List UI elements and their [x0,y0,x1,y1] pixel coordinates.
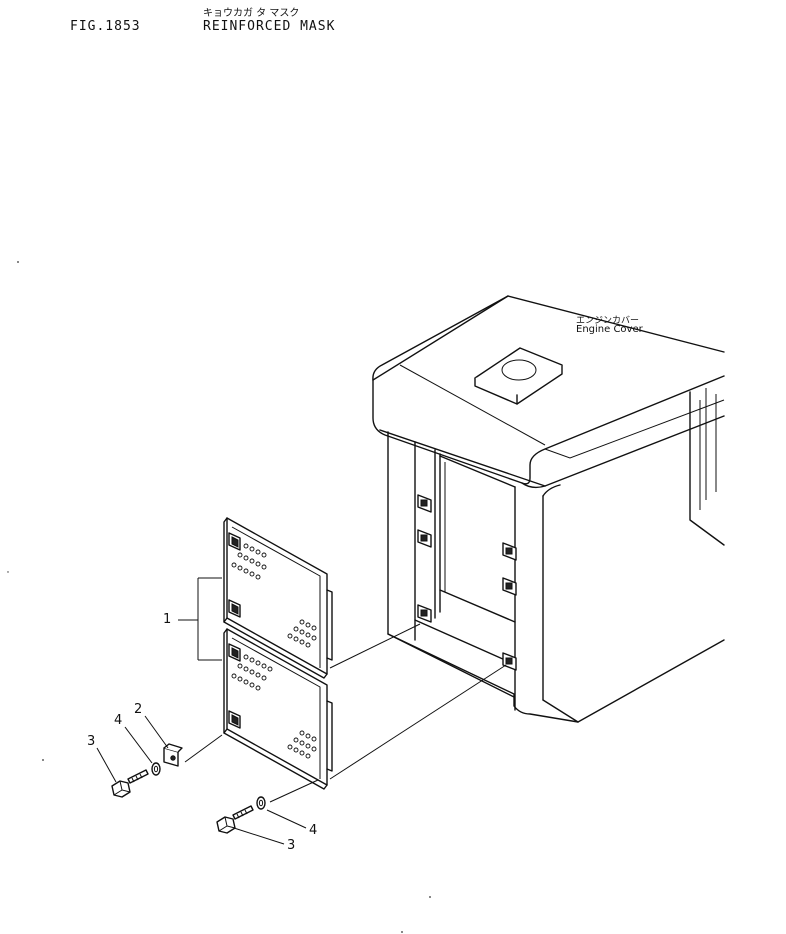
engine-cover-label-en: Engine Cover [576,324,643,335]
engine-cover-label-jp: エンジンカバー [576,316,640,326]
bolt-part-3-lower [216,805,254,834]
clip-nut-part-2 [163,743,183,767]
lower-mask-plate [223,628,333,790]
callout-2: 2 [134,702,143,717]
bolt-part-3-upper [111,769,149,798]
washer-part-4-lower [256,796,266,810]
mounting-brackets [417,494,517,671]
engine-cover [372,295,725,723]
washer-part-4-upper [151,762,161,776]
title-english: REINFORCED MASK [203,19,336,34]
callout-4-lower: 4 [309,823,318,838]
lower-mask-vent-holes [231,654,317,759]
scan-specks [7,261,431,933]
callout-1: 1 [163,612,172,627]
callout-3-lower: 3 [287,838,296,853]
callout-3-upper: 3 [87,734,96,749]
upper-mask-vent-holes [231,543,317,648]
upper-mask-plate [223,517,333,679]
figure-number: FIG.1853 [70,19,141,34]
callout-leaders [96,577,307,845]
assembly-lines [184,623,507,803]
title-japanese: キョウカガ タ マスク [203,8,300,19]
callout-4-upper: 4 [114,713,123,728]
